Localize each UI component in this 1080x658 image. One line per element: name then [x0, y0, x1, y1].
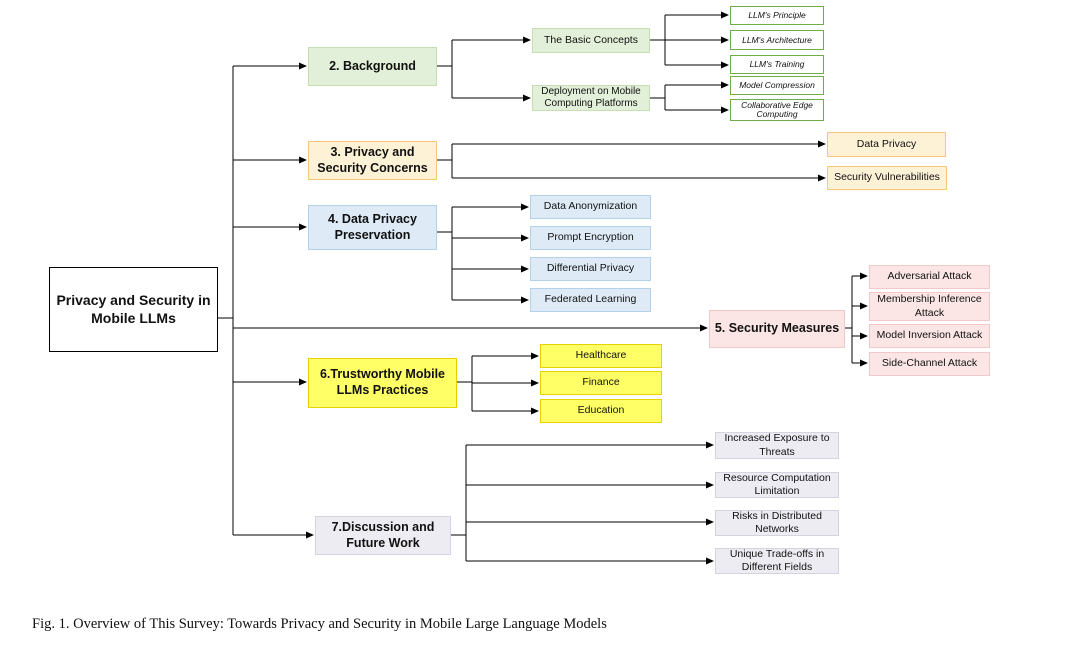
node-membership-inference: Membership Inference Attack [869, 292, 990, 321]
section-background-label: 2. Background [329, 58, 416, 73]
node-llm-architecture-label: LLM's Architecture [742, 34, 812, 45]
node-federated-learning: Federated Learning [530, 288, 651, 312]
node-side-channel: Side-Channel Attack [869, 352, 990, 376]
node-differential-privacy-label: Differential Privacy [546, 262, 635, 275]
node-data-anonymization-label: Data Anonymization [543, 200, 638, 213]
section-discussion: 7.Discussion and Future Work [315, 516, 451, 555]
node-differential-privacy: Differential Privacy [530, 257, 651, 281]
node-education: Education [540, 399, 662, 423]
node-finance-label: Finance [582, 376, 620, 389]
node-adversarial-attack-label: Adversarial Attack [887, 270, 972, 283]
node-llm-principle: LLM's Principle [730, 6, 824, 25]
section-privacy-concerns: 3. Privacy and Security Concerns [308, 141, 437, 180]
root-label: Privacy and Security in Mobile LLMs [56, 292, 211, 326]
node-healthcare-label: Healthcare [575, 349, 627, 362]
section-security-measures: 5. Security Measures [709, 310, 845, 348]
node-resource-computation: Resource Computation Limitation [715, 472, 839, 498]
node-prompt-encryption: Prompt Encryption [530, 226, 651, 250]
node-llm-principle-label: LLM's Principle [748, 10, 806, 21]
node-basic-concepts: The Basic Concepts [532, 28, 650, 53]
node-model-inversion-label: Model Inversion Attack [876, 329, 983, 342]
node-model-compression: Model Compression [730, 76, 824, 95]
section-background: 2. Background [308, 47, 437, 86]
node-edge-computing-label: Collaborative Edge Computing [741, 99, 813, 119]
node-llm-training: LLM's Training [730, 55, 824, 74]
node-llm-architecture: LLM's Architecture [730, 30, 824, 50]
section-data-privacy-label: 4. Data Privacy Preservation [328, 211, 417, 242]
node-finance: Finance [540, 371, 662, 395]
node-model-compression-label: Model Compression [739, 80, 815, 91]
node-risks-distributed-label: Risks in Distributed Networks [732, 509, 822, 535]
root-node: Privacy and Security in Mobile LLMs [49, 267, 218, 352]
node-risks-distributed: Risks in Distributed Networks [715, 510, 839, 536]
node-deployment-label: Deployment on Mobile Computing Platforms [541, 85, 641, 110]
node-unique-tradeoffs-label: Unique Trade-offs in Different Fields [729, 547, 825, 573]
connector-lines [218, 11, 868, 565]
node-healthcare: Healthcare [540, 344, 662, 368]
survey-overview-diagram: Privacy and Security in Mobile LLMs 2. B… [49, 6, 990, 574]
node-increased-exposure: Increased Exposure to Threats [715, 432, 839, 459]
node-education-label: Education [577, 404, 625, 417]
section-trustworthy: 6.Trustworthy Mobile LLMs Practices [308, 358, 457, 408]
node-security-vulnerabilities: Security Vulnerabilities [827, 166, 947, 190]
section-data-privacy: 4. Data Privacy Preservation [308, 205, 437, 250]
section-security-measures-label: 5. Security Measures [714, 321, 840, 336]
node-basic-concepts-label: The Basic Concepts [544, 33, 638, 46]
node-membership-inference-label: Membership Inference Attack [877, 293, 982, 319]
node-unique-tradeoffs: Unique Trade-offs in Different Fields [715, 548, 839, 574]
node-side-channel-label: Side-Channel Attack [881, 357, 978, 370]
node-federated-learning-label: Federated Learning [544, 293, 637, 306]
figure-caption: Fig. 1. Overview of This Survey: Towards… [32, 616, 607, 632]
node-resource-computation-label: Resource Computation Limitation [723, 471, 831, 497]
section-trustworthy-label: 6.Trustworthy Mobile LLMs Practices [319, 367, 445, 397]
node-deployment: Deployment on Mobile Computing Platforms [532, 85, 650, 111]
node-llm-training-label: LLM's Training [749, 59, 805, 70]
node-data-privacy: Data Privacy [827, 132, 946, 157]
node-adversarial-attack: Adversarial Attack [869, 265, 990, 289]
node-data-privacy-label: Data Privacy [856, 137, 917, 150]
section-discussion-label: 7.Discussion and Future Work [331, 519, 435, 550]
node-prompt-encryption-label: Prompt Encryption [547, 231, 634, 244]
node-increased-exposure-label: Increased Exposure to Threats [724, 432, 830, 458]
node-security-vulnerabilities-label: Security Vulnerabilities [834, 171, 940, 184]
node-data-anonymization: Data Anonymization [530, 195, 651, 219]
node-edge-computing: Collaborative Edge Computing [730, 99, 824, 121]
node-model-inversion: Model Inversion Attack [869, 324, 990, 348]
section-privacy-concerns-label: 3. Privacy and Security Concerns [317, 144, 428, 175]
